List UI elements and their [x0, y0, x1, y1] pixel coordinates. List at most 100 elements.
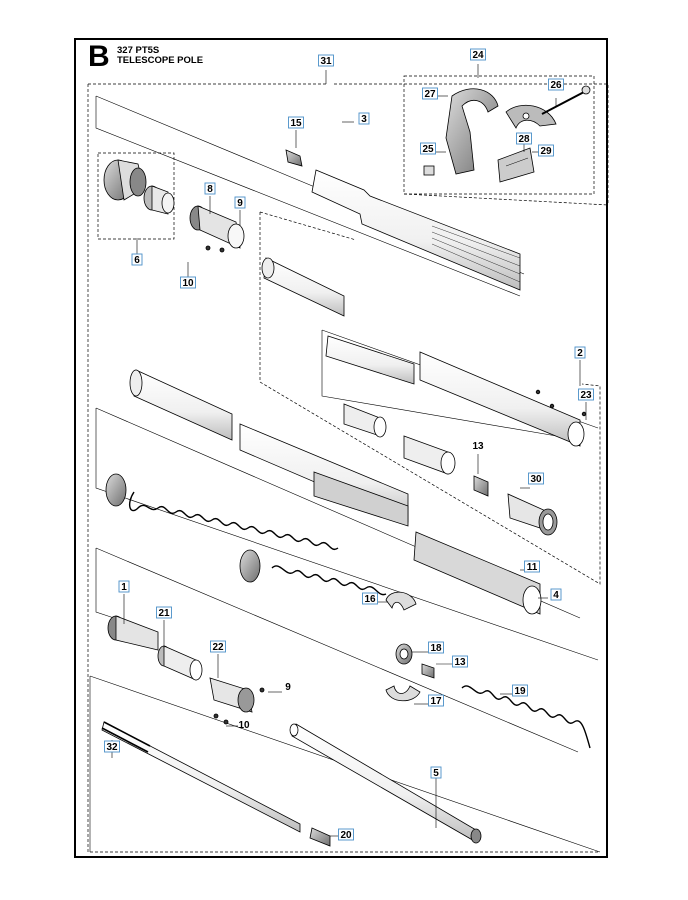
callout-number: 10	[238, 720, 250, 731]
callout-box	[156, 606, 172, 619]
bracket-1	[107, 615, 159, 651]
callout-1: 1	[118, 580, 130, 593]
drawing-title: TELESCOPE POLE	[117, 55, 204, 66]
inner-tube-2	[325, 335, 587, 447]
callout-number: 15	[290, 118, 302, 129]
hook-27	[445, 88, 499, 175]
drive-shaft	[311, 169, 521, 291]
callout-box	[574, 346, 586, 359]
callout-17: 17	[428, 694, 444, 707]
callout-number: 30	[530, 474, 542, 485]
drawing-frame	[74, 38, 608, 858]
callout-28: 28	[516, 132, 532, 145]
callout-box	[548, 78, 564, 91]
nut-25	[423, 165, 435, 176]
callout-box	[524, 560, 540, 573]
callout-10: 10	[238, 720, 250, 731]
callout-2: 2	[574, 346, 586, 359]
callout-number: 22	[212, 642, 224, 653]
bolt-26	[541, 85, 591, 115]
callout-number: 13	[472, 441, 484, 452]
callout-number: 18	[430, 643, 442, 654]
callout-9: 9	[285, 682, 291, 693]
callout-number: 31	[320, 56, 332, 67]
clamp-sleeve-21	[157, 645, 203, 681]
coupling-8	[189, 205, 245, 253]
callout-number: 1	[121, 582, 127, 593]
callout-number: 8	[207, 184, 213, 195]
callout-11: 11	[524, 560, 540, 573]
callout-box	[118, 580, 130, 593]
callout-box	[516, 132, 532, 145]
callout-box	[428, 641, 444, 654]
callout-15: 15	[288, 116, 304, 129]
callout-number: 19	[514, 686, 526, 697]
callout-number: 2	[577, 348, 583, 359]
lever-28	[505, 104, 557, 129]
callout-8: 8	[204, 182, 216, 195]
callout-19: 19	[512, 684, 528, 697]
callout-9: 9	[234, 196, 246, 209]
callout-number: 25	[422, 144, 434, 155]
callout-16: 16	[362, 592, 378, 605]
clamp-22	[209, 677, 265, 725]
model-number: 327 PT5S	[117, 45, 160, 56]
callout-number: 26	[550, 80, 562, 91]
callout-32: 32	[104, 740, 120, 753]
compression-spring	[128, 491, 591, 749]
callout-box	[452, 655, 468, 668]
end-cap-30	[507, 493, 558, 536]
callout-number: 24	[472, 50, 484, 61]
callout-number: 20	[340, 830, 352, 841]
assembly-outline-6	[97, 152, 175, 240]
callout-26: 26	[548, 78, 564, 91]
half-shell-17	[385, 685, 421, 702]
callout-number: 13	[454, 657, 466, 668]
callout-box	[428, 694, 444, 707]
callout-box	[528, 472, 544, 485]
spline-13b	[421, 663, 435, 679]
sheet-letter: B	[88, 40, 110, 73]
callout-21: 21	[156, 606, 172, 619]
callout-box	[131, 253, 143, 266]
callout-leaders	[111, 64, 587, 837]
callout-box	[210, 640, 226, 653]
assembly-outline-24	[403, 75, 609, 206]
half-shell-16	[385, 591, 417, 611]
callout-6: 6	[131, 253, 143, 266]
middle-tube	[261, 257, 345, 317]
callout-20: 20	[338, 828, 354, 841]
callout-number: 4	[553, 590, 559, 601]
callout-box	[422, 87, 438, 100]
callout-24: 24	[470, 48, 486, 61]
callout-4: 4	[550, 588, 562, 601]
callout-29: 29	[538, 144, 554, 157]
spring-end-coils	[105, 473, 261, 583]
callout-25: 25	[420, 142, 436, 155]
callout-box	[430, 766, 442, 779]
callout-18: 18	[428, 641, 444, 654]
callout-box	[338, 828, 354, 841]
callout-30: 30	[528, 472, 544, 485]
callout-number: 6	[134, 255, 140, 266]
callout-box	[288, 116, 304, 129]
callout-13: 13	[472, 441, 484, 452]
callout-box	[234, 196, 246, 209]
callout-number: 9	[237, 198, 243, 209]
bushings	[343, 403, 456, 475]
callout-box	[550, 588, 562, 601]
clip-29	[497, 147, 535, 183]
callout-3: 3	[358, 112, 370, 125]
callout-number: 11	[527, 562, 538, 573]
callout-number: 29	[540, 146, 552, 157]
callout-number: 16	[364, 594, 376, 605]
callout-number: 9	[285, 682, 291, 693]
spline-13	[473, 475, 489, 497]
callout-27: 27	[422, 87, 438, 100]
callout-box	[362, 592, 378, 605]
callout-number: 10	[182, 278, 194, 289]
callout-number: 5	[433, 768, 439, 779]
callout-number: 21	[158, 608, 170, 619]
callout-box	[512, 684, 528, 697]
